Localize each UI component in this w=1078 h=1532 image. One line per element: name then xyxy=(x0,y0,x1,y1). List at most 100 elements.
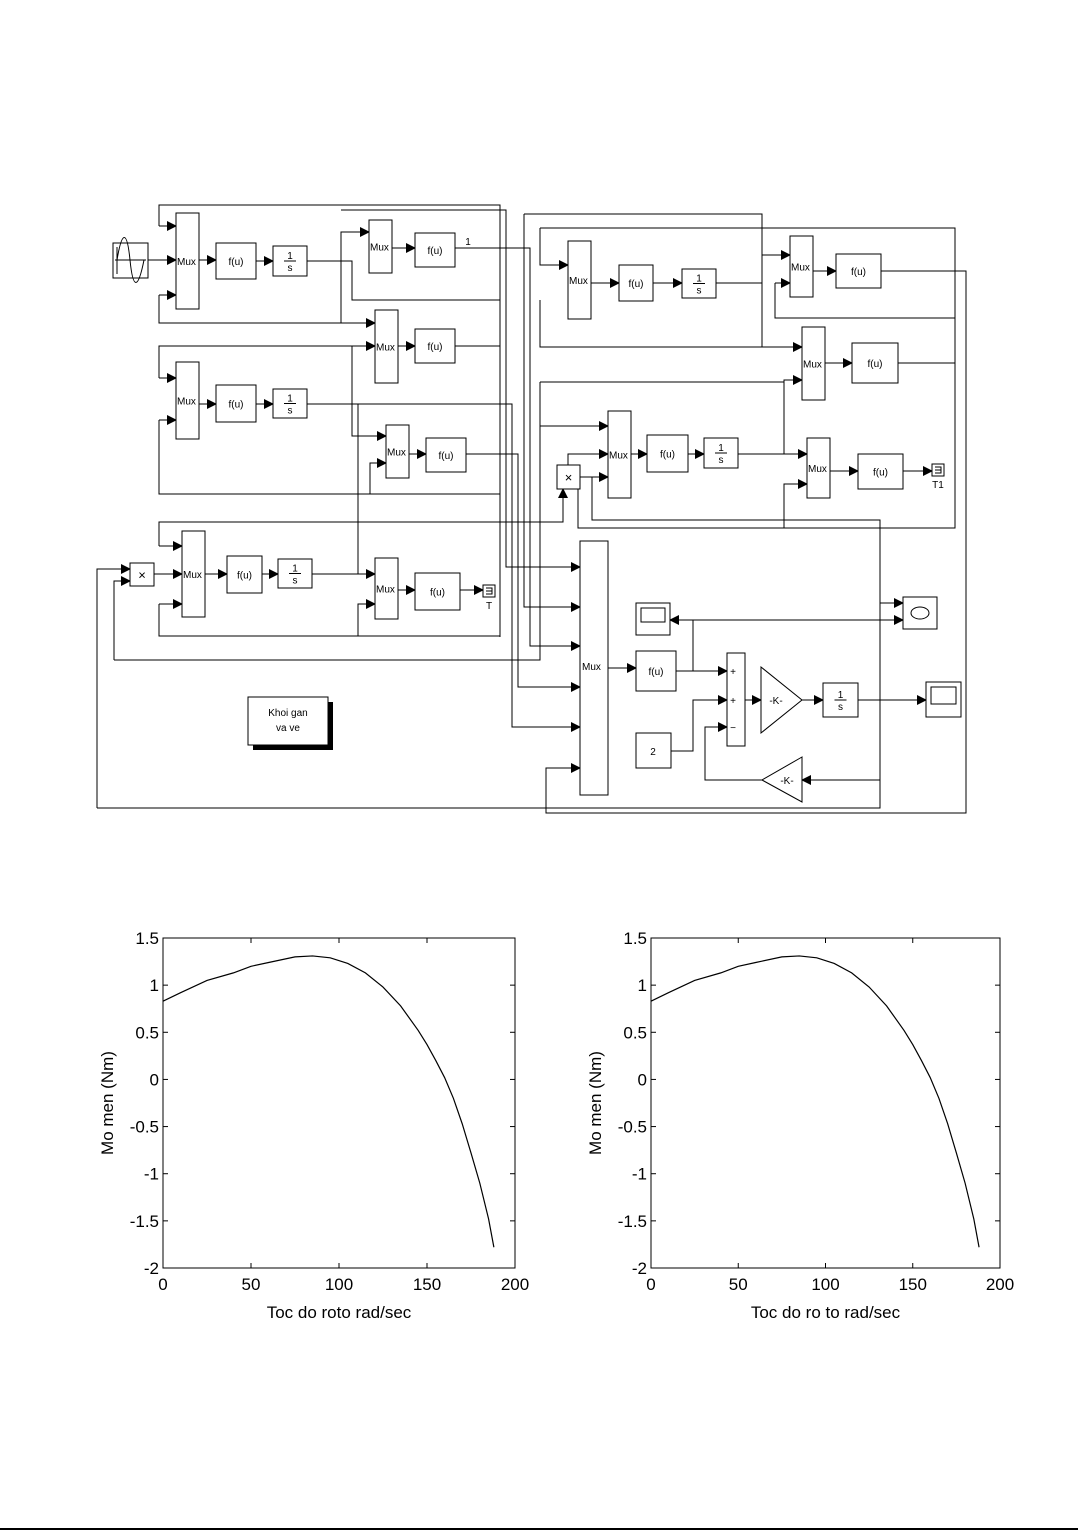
wire xyxy=(158,341,376,378)
block-label: 1 xyxy=(838,690,844,701)
wire xyxy=(545,270,967,814)
block-label: f(u) xyxy=(229,257,244,268)
mux-block[interactable]: Mux xyxy=(175,212,200,310)
wire xyxy=(704,722,762,781)
y-axis-label: Mo men (Nm) xyxy=(98,1051,117,1155)
x-tick-label: 100 xyxy=(325,1275,353,1294)
integrator-block[interactable]: 1s xyxy=(681,268,717,299)
integrator-block[interactable]: 1s xyxy=(703,437,739,469)
mux-block[interactable]: Mux xyxy=(385,424,410,479)
y-tick-label: -1 xyxy=(144,1165,159,1184)
wire xyxy=(158,295,341,324)
wire xyxy=(539,300,803,352)
mux-block[interactable]: Mux xyxy=(374,309,399,384)
x-tick-label: 150 xyxy=(899,1275,927,1294)
fcn-block[interactable]: f(u) xyxy=(851,342,899,384)
block-label: Mux xyxy=(808,464,827,475)
scope-block[interactable] xyxy=(635,602,671,636)
big-mux-block[interactable]: Mux xyxy=(579,540,609,796)
integrator-block[interactable]: 1s xyxy=(272,245,308,277)
mux-block[interactable]: Mux xyxy=(181,530,206,618)
integrator-block[interactable]: 1s xyxy=(277,558,313,589)
scope-block[interactable] xyxy=(925,681,962,718)
terminator-block[interactable]: T1 xyxy=(931,463,945,491)
fcn-block[interactable]: f(u) xyxy=(635,650,677,692)
x-axis-label: Toc do roto rad/sec xyxy=(267,1303,412,1322)
x-tick-label: 50 xyxy=(242,1275,261,1294)
fcn-block[interactable]: f(u) xyxy=(646,434,689,473)
sum-block[interactable]: ++− xyxy=(726,652,746,747)
block-label: f(u) xyxy=(430,588,445,599)
y-tick-label: -1 xyxy=(632,1165,647,1184)
block-label: 2 xyxy=(650,747,656,758)
fcn-block[interactable]: f(u) xyxy=(226,555,263,594)
mux-block[interactable]: Mux xyxy=(801,326,826,401)
mux-block[interactable]: Mux xyxy=(806,437,831,499)
block-label: -K- xyxy=(780,776,793,787)
integrator-block[interactable]: 1s xyxy=(272,388,308,419)
wire xyxy=(158,488,568,546)
block-label: + xyxy=(730,667,736,678)
wire xyxy=(158,604,500,637)
fcn-block[interactable]: f(u) xyxy=(425,437,467,473)
mux-block[interactable]: Mux xyxy=(175,361,200,440)
fcn-block[interactable]: f(u) xyxy=(414,328,456,364)
block-label: T xyxy=(486,601,492,612)
gain-block[interactable]: -K- xyxy=(760,756,803,803)
block-label: f(u) xyxy=(629,279,644,290)
y-tick-label: 0 xyxy=(150,1070,159,1089)
wire xyxy=(523,214,581,612)
block-label: Mux xyxy=(609,451,628,462)
block-label: s xyxy=(719,455,724,466)
wire xyxy=(774,283,955,319)
block-label: -K- xyxy=(769,696,782,707)
fcn-block[interactable]: f(u) xyxy=(414,232,456,268)
y-tick-label: 0 xyxy=(638,1070,647,1089)
fcn-block[interactable]: f(u) xyxy=(414,572,461,611)
wire xyxy=(158,420,500,495)
mux-block[interactable]: Mux xyxy=(607,410,632,499)
wire xyxy=(539,228,569,270)
mux-block[interactable]: Mux xyxy=(789,235,814,298)
block-label: 1 xyxy=(718,443,724,454)
wire xyxy=(783,479,808,528)
fcn-block[interactable]: f(u) xyxy=(215,384,257,423)
block-label: s xyxy=(288,406,293,417)
mux-block[interactable]: Mux xyxy=(567,240,592,320)
block-label: f(u) xyxy=(873,468,888,479)
fcn-block[interactable]: f(u) xyxy=(618,264,654,302)
wire xyxy=(567,449,609,465)
series-line-torque xyxy=(650,955,980,1248)
fcn-block[interactable]: f(u) xyxy=(215,242,257,280)
constant-block[interactable]: 2 xyxy=(635,732,672,769)
block-label: f(u) xyxy=(649,667,664,678)
xy-graph-block[interactable] xyxy=(902,596,938,630)
y-tick-label: 0.5 xyxy=(623,1023,647,1042)
fcn-block[interactable]: f(u) xyxy=(835,253,882,289)
mux-block[interactable]: Mux xyxy=(368,219,393,274)
plot-frame xyxy=(650,937,1001,1269)
x-tick-label: 200 xyxy=(986,1275,1014,1294)
block-label: 1 xyxy=(287,394,293,405)
wire xyxy=(307,227,370,262)
wire xyxy=(341,209,581,572)
wire xyxy=(369,458,387,494)
gain-block[interactable]: -K- xyxy=(760,665,803,735)
block-label: f(u) xyxy=(868,359,883,370)
fcn-block[interactable]: f(u) xyxy=(857,453,904,490)
terminator-block[interactable]: T xyxy=(482,584,496,612)
y-tick-label: 1 xyxy=(150,976,159,995)
block-label: × xyxy=(565,470,573,485)
wire xyxy=(671,695,728,752)
block-label: 1 xyxy=(465,237,471,248)
block-label: Mux xyxy=(569,276,588,287)
block-label: + xyxy=(730,696,736,707)
block-label: s xyxy=(288,263,293,274)
product-block[interactable]: × xyxy=(556,464,581,490)
mux-block[interactable]: Mux xyxy=(374,557,399,620)
product-block[interactable]: × xyxy=(129,562,155,587)
plot-frame xyxy=(162,937,516,1269)
sine-wave-source[interactable] xyxy=(112,237,149,283)
integrator-block[interactable]: 1s xyxy=(822,682,859,718)
